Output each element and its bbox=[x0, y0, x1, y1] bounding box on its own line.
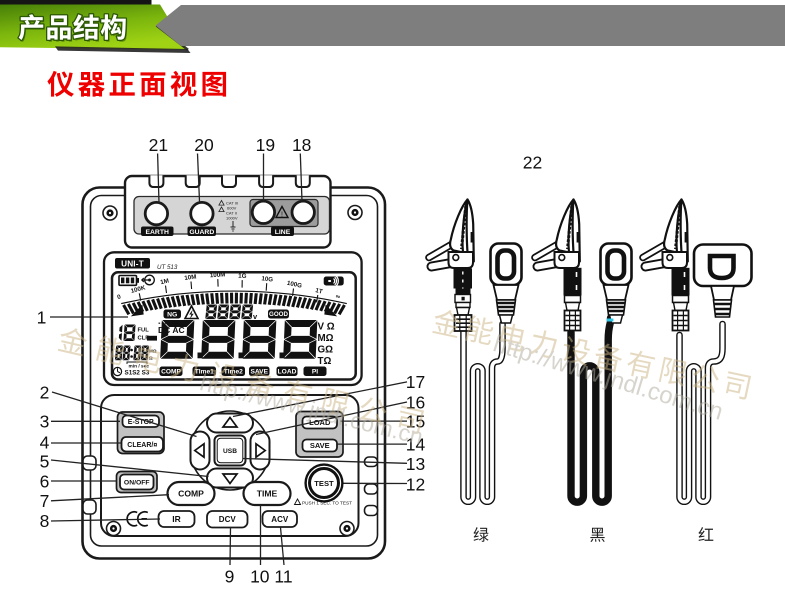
svg-text:UT 513: UT 513 bbox=[157, 264, 178, 271]
svg-text:1M: 1M bbox=[160, 278, 170, 287]
svg-text:100K: 100K bbox=[130, 284, 147, 295]
svg-text:V Ω: V Ω bbox=[318, 322, 335, 333]
svg-text:TIme2: TIme2 bbox=[224, 369, 243, 376]
svg-text:E-STOP: E-STOP bbox=[128, 419, 154, 426]
svg-text:min / sec: min / sec bbox=[129, 363, 150, 369]
svg-text:12: 12 bbox=[406, 474, 425, 494]
svg-text:1: 1 bbox=[37, 307, 47, 327]
svg-text:20: 20 bbox=[194, 135, 214, 155]
svg-text:UNI-T: UNI-T bbox=[121, 259, 144, 268]
svg-text:10G: 10G bbox=[261, 275, 274, 283]
svg-text:CLR: CLR bbox=[138, 335, 151, 341]
svg-text:4: 4 bbox=[40, 432, 50, 452]
svg-text:6: 6 bbox=[40, 471, 50, 491]
svg-text:5: 5 bbox=[40, 451, 50, 471]
svg-text:8: 8 bbox=[40, 511, 50, 531]
svg-text:14: 14 bbox=[406, 435, 426, 455]
svg-text:1T: 1T bbox=[314, 287, 323, 296]
svg-text:7: 7 bbox=[40, 491, 50, 511]
svg-text:PI: PI bbox=[312, 369, 318, 376]
svg-text:CAT III: CAT III bbox=[226, 201, 238, 206]
svg-text:18: 18 bbox=[292, 135, 311, 155]
svg-text:9: 9 bbox=[225, 567, 235, 587]
svg-text:LOAD: LOAD bbox=[278, 369, 297, 376]
svg-text:TIME: TIME bbox=[257, 489, 278, 499]
svg-text:MΩ: MΩ bbox=[318, 333, 334, 344]
svg-text:LINE: LINE bbox=[275, 229, 291, 236]
svg-text:DCV: DCV bbox=[219, 515, 237, 524]
svg-text:PUSH 1 SEC. TO TEST: PUSH 1 SEC. TO TEST bbox=[302, 500, 352, 505]
svg-text:FUL: FUL bbox=[138, 328, 150, 334]
svg-text:11: 11 bbox=[274, 567, 292, 587]
svg-text:ACV: ACV bbox=[271, 515, 289, 524]
svg-text:22: 22 bbox=[523, 152, 542, 172]
svg-text:v: v bbox=[253, 312, 258, 321]
svg-text:10M: 10M bbox=[184, 273, 197, 282]
svg-text:S1S2 S3: S1S2 S3 bbox=[125, 369, 150, 376]
svg-text:19: 19 bbox=[256, 135, 275, 155]
svg-text:3: 3 bbox=[40, 411, 50, 431]
svg-text:∞: ∞ bbox=[335, 293, 341, 301]
svg-text:TΩ: TΩ bbox=[318, 356, 332, 367]
svg-text:COMP: COMP bbox=[161, 369, 181, 376]
svg-text:21: 21 bbox=[149, 135, 168, 155]
svg-text:LOAD: LOAD bbox=[309, 418, 331, 427]
svg-text:NG: NG bbox=[167, 311, 177, 318]
svg-text:GUARD: GUARD bbox=[189, 229, 214, 236]
svg-text:1G: 1G bbox=[238, 273, 247, 280]
svg-text:EARTH: EARTH bbox=[145, 229, 169, 236]
svg-text:CLEAR/¤: CLEAR/¤ bbox=[127, 442, 157, 449]
svg-text:13: 13 bbox=[406, 454, 425, 474]
svg-text:CAT II: CAT II bbox=[226, 211, 237, 216]
svg-text:DC AC: DC AC bbox=[158, 325, 185, 335]
svg-text:0: 0 bbox=[116, 293, 122, 301]
svg-text:GΩ: GΩ bbox=[318, 345, 334, 356]
svg-text:USB: USB bbox=[223, 448, 237, 455]
svg-text:!: ! bbox=[281, 212, 283, 219]
svg-text:2: 2 bbox=[40, 382, 50, 402]
svg-text:TEST: TEST bbox=[314, 479, 334, 488]
svg-text:10: 10 bbox=[250, 567, 270, 587]
svg-text:SAVE: SAVE bbox=[310, 441, 330, 450]
svg-text:100G: 100G bbox=[286, 280, 302, 290]
svg-text:TIme1: TIme1 bbox=[195, 369, 214, 376]
svg-text:ON/OFF: ON/OFF bbox=[124, 479, 150, 486]
svg-text:GOOD: GOOD bbox=[269, 311, 288, 318]
svg-text:IR: IR bbox=[172, 514, 181, 524]
svg-text:600V: 600V bbox=[227, 206, 237, 211]
svg-text:100M: 100M bbox=[210, 271, 226, 279]
svg-text:17: 17 bbox=[406, 372, 425, 392]
svg-text:1000V: 1000V bbox=[226, 216, 238, 221]
svg-text:COMP: COMP bbox=[178, 489, 204, 499]
